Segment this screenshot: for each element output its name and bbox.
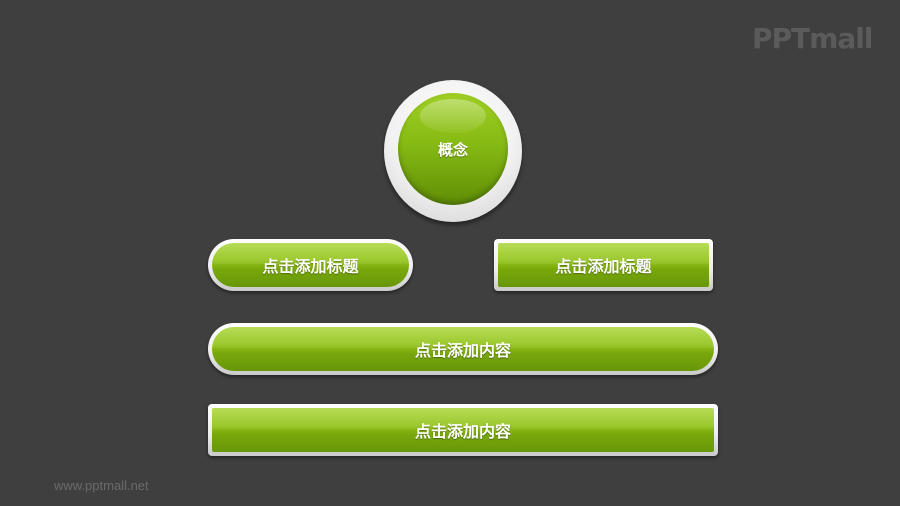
title-button-rect[interactable]: 点击添加标题 (494, 239, 713, 291)
title-button-pill-fill: 点击添加标题 (212, 243, 409, 287)
content-button-rect[interactable]: 点击添加内容 (208, 404, 718, 456)
footer-url: www.pptmall.net (54, 478, 149, 493)
content-button-pill-fill: 点击添加内容 (212, 327, 714, 371)
title-button-pill-label: 点击添加标题 (262, 257, 359, 276)
concept-label: 概念 (437, 141, 468, 159)
title-button-rect-fill: 点击添加标题 (498, 243, 709, 287)
content-button-pill[interactable]: 点击添加内容 (208, 323, 718, 375)
content-button-rect-fill: 点击添加内容 (212, 408, 714, 452)
concept-circle-fill: 概念 (398, 93, 508, 205)
content-button-pill-label: 点击添加内容 (414, 341, 511, 360)
title-button-rect-label: 点击添加标题 (555, 257, 652, 276)
gloss-highlight (420, 99, 486, 133)
pptmall-logo: PPTmall (752, 22, 873, 55)
concept-circle[interactable]: 概念 (384, 80, 522, 222)
content-button-rect-label: 点击添加内容 (414, 422, 511, 441)
title-button-pill[interactable]: 点击添加标题 (208, 239, 413, 291)
